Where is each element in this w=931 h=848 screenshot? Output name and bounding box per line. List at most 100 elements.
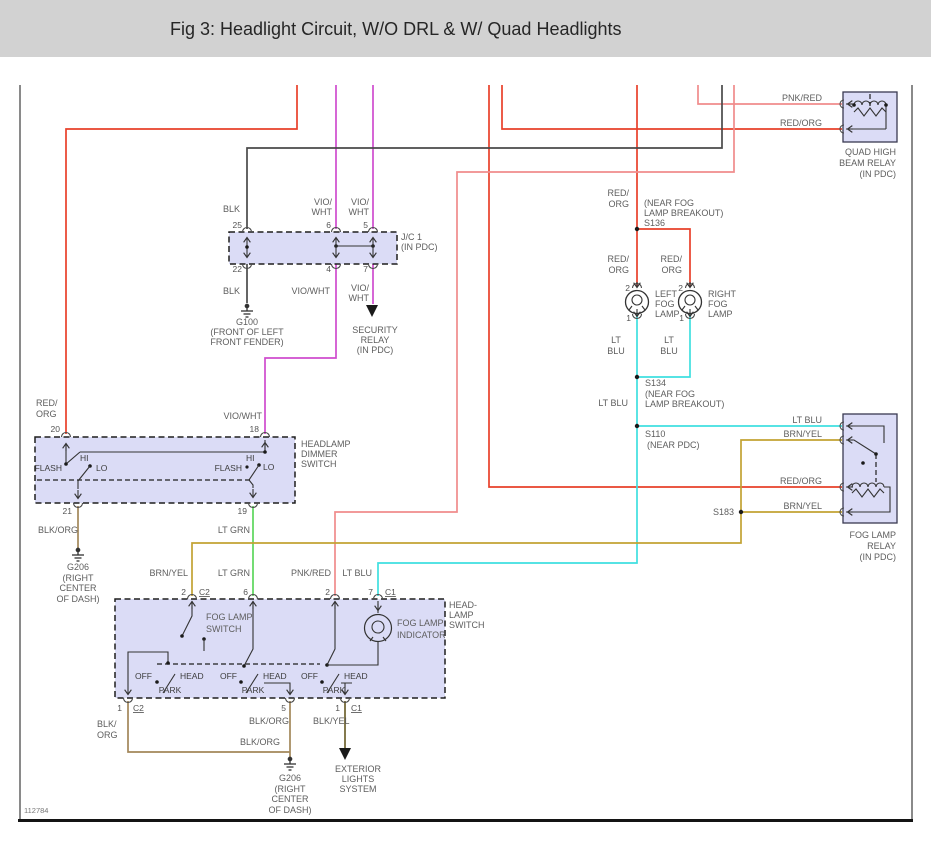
headlamp-switch-name: HEAD- xyxy=(449,600,477,610)
switch-pin-6: 6 xyxy=(243,587,248,597)
exterior-lights-label: LIGHTS xyxy=(342,774,375,784)
switch-connector-c2: C2 xyxy=(199,587,210,597)
g206-location: (RIGHT xyxy=(63,573,94,583)
wire-pnk-red-quad-relay xyxy=(697,85,842,105)
title-bar xyxy=(0,0,931,57)
switch-pin-1: 1 xyxy=(335,703,340,713)
wire-label-red-org: RED/ xyxy=(660,254,682,264)
exterior-lights-label: EXTERIOR xyxy=(335,764,382,774)
wire-label-blk-org: BLK/ xyxy=(97,719,117,729)
jc1-pin-4: 4 xyxy=(326,264,331,274)
g206-name: G206 xyxy=(279,773,301,783)
down-arrow-icon xyxy=(366,305,378,317)
dimmer-pin-18: 18 xyxy=(250,424,260,434)
wire-label-vio-wht: VIO/ xyxy=(351,197,370,207)
headlamp-dimmer-switch: RED/ ORG VIO/WHT 20 18 FLASH HI LO FLASH… xyxy=(34,398,351,535)
wire-label-blk-org: BLK/ORG xyxy=(240,737,280,747)
wire-label-pnk-red: PNK/RED xyxy=(291,568,332,578)
switch-connector-c1: C1 xyxy=(385,587,396,597)
left-fog-lamp: 2 1 LEFT FOG LAMP LT BLU xyxy=(607,282,680,356)
wire-label-brn-yel: BRN/YEL xyxy=(783,429,822,439)
g206-location: CENTER xyxy=(271,794,309,804)
splice-s183 xyxy=(738,509,744,515)
jc1-junction-connector: 25 6 5 22 4 7 J/C 1 (IN PDC) BLK VIO/ WH… xyxy=(223,197,438,303)
fog-lamp-switch-unit: FOG LAMP SWITCH OFF PARK HEAD xyxy=(124,600,253,696)
wire-red-org-dimmer-feed xyxy=(65,85,298,434)
sheet-number: 112784 xyxy=(24,806,48,815)
jc1-name: J/C 1 xyxy=(401,232,422,242)
wire-label-lt-blu: LT BLU xyxy=(792,415,822,425)
right-fog-lamp-label: RIGHT xyxy=(708,289,737,299)
switch-position-head: HEAD xyxy=(263,671,287,681)
wire-label-brn-yel: BRN/YEL xyxy=(783,501,822,511)
wire-label-blk-org: BLK/ORG xyxy=(249,716,289,726)
g206-location: CENTER xyxy=(59,583,97,593)
dimmer-name: SWITCH xyxy=(301,459,337,469)
exterior-lights-label: SYSTEM xyxy=(339,784,376,794)
s134-label: S134 xyxy=(645,378,666,388)
s183-label: S183 xyxy=(713,507,734,517)
switch-position-park: PARK xyxy=(159,685,182,695)
lamp-pin-1: 1 xyxy=(679,313,684,323)
right-fog-lamp: 2 1 RIGHT FOG LAMP LT BLU xyxy=(660,282,737,356)
headlamp-switch-unit-3: OFF PARK HEAD xyxy=(301,600,368,696)
wire-vio-wht-dimmer xyxy=(264,264,337,434)
wire-label-lt-grn: LT GRN xyxy=(218,525,250,535)
dimmer-name: HEADLAMP xyxy=(301,439,351,449)
wire-lt-blu-right-lamp xyxy=(637,314,691,378)
g100-location: (FRONT OF LEFT xyxy=(210,327,284,337)
left-fog-lamp-label: LAMP xyxy=(655,309,680,319)
s134-label: (NEAR FOG xyxy=(645,389,695,399)
s110-label: S110 xyxy=(645,429,665,439)
headlamp-switch-unit-2: OFF PARK HEAD xyxy=(220,600,294,696)
ground-g100: G100 (FRONT OF LEFT FRONT FENDER) xyxy=(210,303,284,347)
dimmer-pin-20: 20 xyxy=(51,424,61,434)
fog-lamp-relay: LT BLU BRN/YEL RED/ORG BRN/YEL S183 FOG … xyxy=(713,413,898,562)
right-fog-lamp-label: FOG xyxy=(708,299,728,309)
switch-position-head: HEAD xyxy=(180,671,204,681)
dimmer-pin-19: 19 xyxy=(238,506,248,516)
fog-relay-label: (IN PDC) xyxy=(860,552,897,562)
wire-label-vio-wht: WHT xyxy=(312,207,333,217)
fog-lamp-indicator-label: FOG LAMP xyxy=(397,618,444,628)
switch-position-off: OFF xyxy=(301,671,318,681)
wire-label-vio-wht: VIO/ xyxy=(351,283,370,293)
wire-label-vio-wht: WHT xyxy=(349,293,370,303)
wire-label-red-org: RED/ORG xyxy=(780,476,822,486)
jc1-location: (IN PDC) xyxy=(401,242,438,252)
headlamp-switch-name: SWITCH xyxy=(449,620,485,630)
bottom-section: BLK/ ORG BLK/ORG BLK/ORG BLK/YEL G206 (R… xyxy=(97,716,381,815)
jc1-box xyxy=(228,231,398,265)
switch-pin-2: 2 xyxy=(181,587,186,597)
jc1-pin-25: 25 xyxy=(233,220,243,230)
wire-label-blk: BLK xyxy=(223,204,240,214)
switch-connector-c2: C2 xyxy=(133,703,144,713)
wire-label-vio-wht: VIO/WHT xyxy=(292,286,331,296)
switch-pin-2: 2 xyxy=(325,587,330,597)
fog-lamp-indicator-label: INDICATOR xyxy=(397,630,446,640)
security-relay-label: (IN PDC) xyxy=(357,345,394,355)
wire-label-lt-blu: BLU xyxy=(660,346,678,356)
quad-relay-label: QUAD HIGH xyxy=(845,147,896,157)
switch-connector-c1: C1 xyxy=(351,703,362,713)
security-relay-ref: SECURITY RELAY (IN PDC) xyxy=(352,305,398,355)
jc1-pin-7: 7 xyxy=(363,264,368,274)
lamp-pin-2: 2 xyxy=(678,283,683,293)
page-title: Fig 3: Headlight Circuit, W/O DRL & W/ Q… xyxy=(170,19,622,39)
wire-pnk-red-headlamp-switch xyxy=(334,85,735,596)
wire-blk-jc1 xyxy=(246,85,723,229)
lamp-pin-1: 1 xyxy=(626,313,631,323)
g206-location: OF DASH) xyxy=(56,594,99,604)
quad-relay-resistor xyxy=(853,107,887,117)
g100-name: G100 xyxy=(236,317,258,327)
wire-blk-org-switch xyxy=(127,701,290,753)
wire-label-red-org: RED/ xyxy=(607,188,629,198)
right-fog-lamp-label: LAMP xyxy=(708,309,733,319)
wire-label-red-org: RED/ xyxy=(36,398,58,408)
down-arrow-icon xyxy=(339,748,351,760)
headlamp-switch-name: LAMP xyxy=(449,610,474,620)
security-relay-label: SECURITY xyxy=(352,325,398,335)
wire-label-blk-org: BLK/ORG xyxy=(38,525,78,535)
fog-lamp-indicator: FOG LAMP INDICATOR xyxy=(327,601,446,666)
dimmer-position-hi: HI xyxy=(246,453,255,463)
